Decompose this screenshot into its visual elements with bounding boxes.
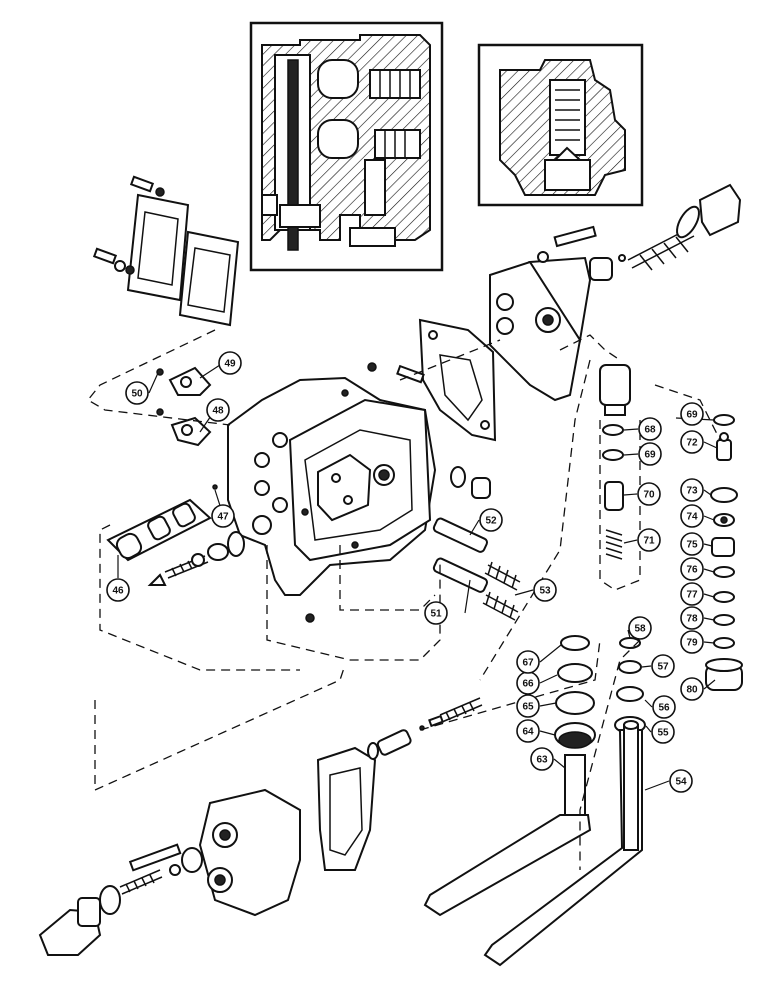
callout-76-label: 76 xyxy=(686,565,698,576)
callout-71-label: 71 xyxy=(643,536,655,547)
callout-76: 76 xyxy=(680,557,704,581)
callout-67-label: 67 xyxy=(522,658,534,669)
valves-51-52-53 xyxy=(432,466,521,621)
callout-51: 51 xyxy=(424,601,448,625)
callout-72: 72 xyxy=(680,430,704,454)
control-arms xyxy=(423,720,643,967)
callout-52-label: 52 xyxy=(485,516,497,527)
callout-69-left-label: 69 xyxy=(644,450,656,461)
callout-69-right: 69 xyxy=(680,402,704,426)
callout-75-label: 75 xyxy=(686,540,698,551)
callout-73-label: 73 xyxy=(686,486,698,497)
callout-78-label: 78 xyxy=(686,614,698,625)
callout-53-label: 53 xyxy=(539,586,551,597)
spool-assembly xyxy=(106,484,245,586)
callout-46-label: 46 xyxy=(112,586,124,597)
callout-66-label: 66 xyxy=(522,679,534,690)
alignment-dashed-lines xyxy=(87,329,721,870)
callout-78: 78 xyxy=(680,606,704,630)
callout-55: 55 xyxy=(651,720,675,744)
callout-63-label: 63 xyxy=(536,755,548,766)
callout-58-label: 58 xyxy=(634,624,646,635)
callout-65: 65 xyxy=(516,694,540,718)
callout-46: 46 xyxy=(106,578,130,602)
callout-52: 52 xyxy=(479,508,503,532)
callout-67: 67 xyxy=(516,650,540,674)
callout-68: 68 xyxy=(638,417,662,441)
rear-valve-plate xyxy=(367,183,742,442)
callout-65-label: 65 xyxy=(522,702,534,713)
cross-section-inset-left xyxy=(249,21,444,272)
lever-assembly xyxy=(156,366,212,447)
right-column-parts xyxy=(599,364,743,734)
callout-74: 74 xyxy=(680,504,704,528)
callout-57-label: 57 xyxy=(657,662,669,673)
callout-74-label: 74 xyxy=(686,512,698,523)
callout-68-label: 68 xyxy=(644,425,656,436)
callout-57: 57 xyxy=(651,654,675,678)
callout-48: 48 xyxy=(206,398,230,422)
callout-47: 47 xyxy=(211,504,235,528)
callout-72-label: 72 xyxy=(686,438,698,449)
callout-53: 53 xyxy=(533,578,557,602)
callout-50-label: 50 xyxy=(131,389,143,400)
callout-47-label: 47 xyxy=(217,512,229,523)
callout-69-left: 69 xyxy=(638,442,662,466)
front-cover-assembly xyxy=(38,697,483,956)
callout-54: 54 xyxy=(669,769,693,793)
callout-55-label: 55 xyxy=(657,728,669,739)
callout-66: 66 xyxy=(516,671,540,695)
callout-64: 64 xyxy=(516,719,540,743)
callout-48-label: 48 xyxy=(212,406,224,417)
callout-77-label: 77 xyxy=(686,590,698,601)
center-column-seals xyxy=(554,635,596,749)
callout-70: 70 xyxy=(637,482,661,506)
callout-49-label: 49 xyxy=(224,359,236,370)
callout-56: 56 xyxy=(652,695,676,719)
callout-79: 79 xyxy=(680,630,704,654)
callout-49: 49 xyxy=(218,351,242,375)
main-valve-body xyxy=(227,376,437,623)
callout-58: 58 xyxy=(628,616,652,640)
callout-75: 75 xyxy=(680,532,704,556)
cross-section-inset-right xyxy=(477,43,644,207)
callout-51-label: 51 xyxy=(430,609,442,620)
callout-73: 73 xyxy=(680,478,704,502)
callout-77: 77 xyxy=(680,582,704,606)
callout-54-label: 54 xyxy=(675,777,687,788)
callout-80-label: 80 xyxy=(686,685,698,696)
callout-79-label: 79 xyxy=(686,638,698,649)
callout-80: 80 xyxy=(680,677,704,701)
callout-70-label: 70 xyxy=(643,490,655,501)
callout-56-label: 56 xyxy=(658,703,670,714)
cover-plate-assembly xyxy=(92,175,240,327)
callout-64-label: 64 xyxy=(522,727,534,738)
callout-69-right-label: 69 xyxy=(686,410,698,421)
callout-50: 50 xyxy=(125,381,149,405)
callout-71: 71 xyxy=(637,528,661,552)
callout-63: 63 xyxy=(530,747,554,771)
